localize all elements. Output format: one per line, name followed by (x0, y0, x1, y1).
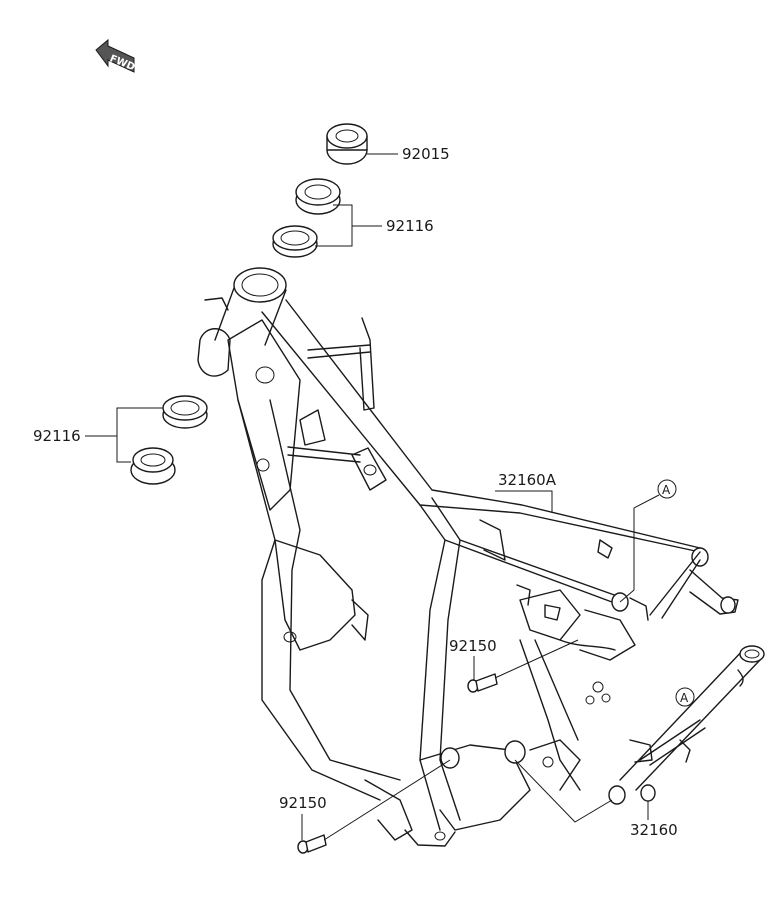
bolt-mid (467, 639, 579, 693)
callout-92015: 92015 (402, 145, 450, 163)
sub-frame (514, 645, 765, 823)
ref-marker-subframe: A (675, 687, 695, 707)
callout-92116-lower: 92116 (33, 427, 81, 445)
steering-stem-nut (326, 123, 398, 165)
callout-32160: 32160 (630, 821, 678, 839)
callout-92150-bottom: 92150 (279, 794, 327, 812)
ref-a-frame-label: A (662, 483, 671, 497)
callout-92150-mid: 92150 (449, 637, 497, 655)
fwd-arrow-icon: FWD (95, 38, 136, 73)
lower-bearing-set (85, 395, 208, 485)
upper-bearing-set (272, 178, 382, 258)
bolt-bottom (297, 759, 451, 854)
callout-92116-upper: 92116 (386, 217, 434, 235)
ref-marker-frame: A (619, 479, 677, 603)
ref-a-subframe-label: A (680, 691, 689, 705)
callout-32160A: 32160A (498, 471, 557, 489)
main-frame (197, 267, 739, 847)
